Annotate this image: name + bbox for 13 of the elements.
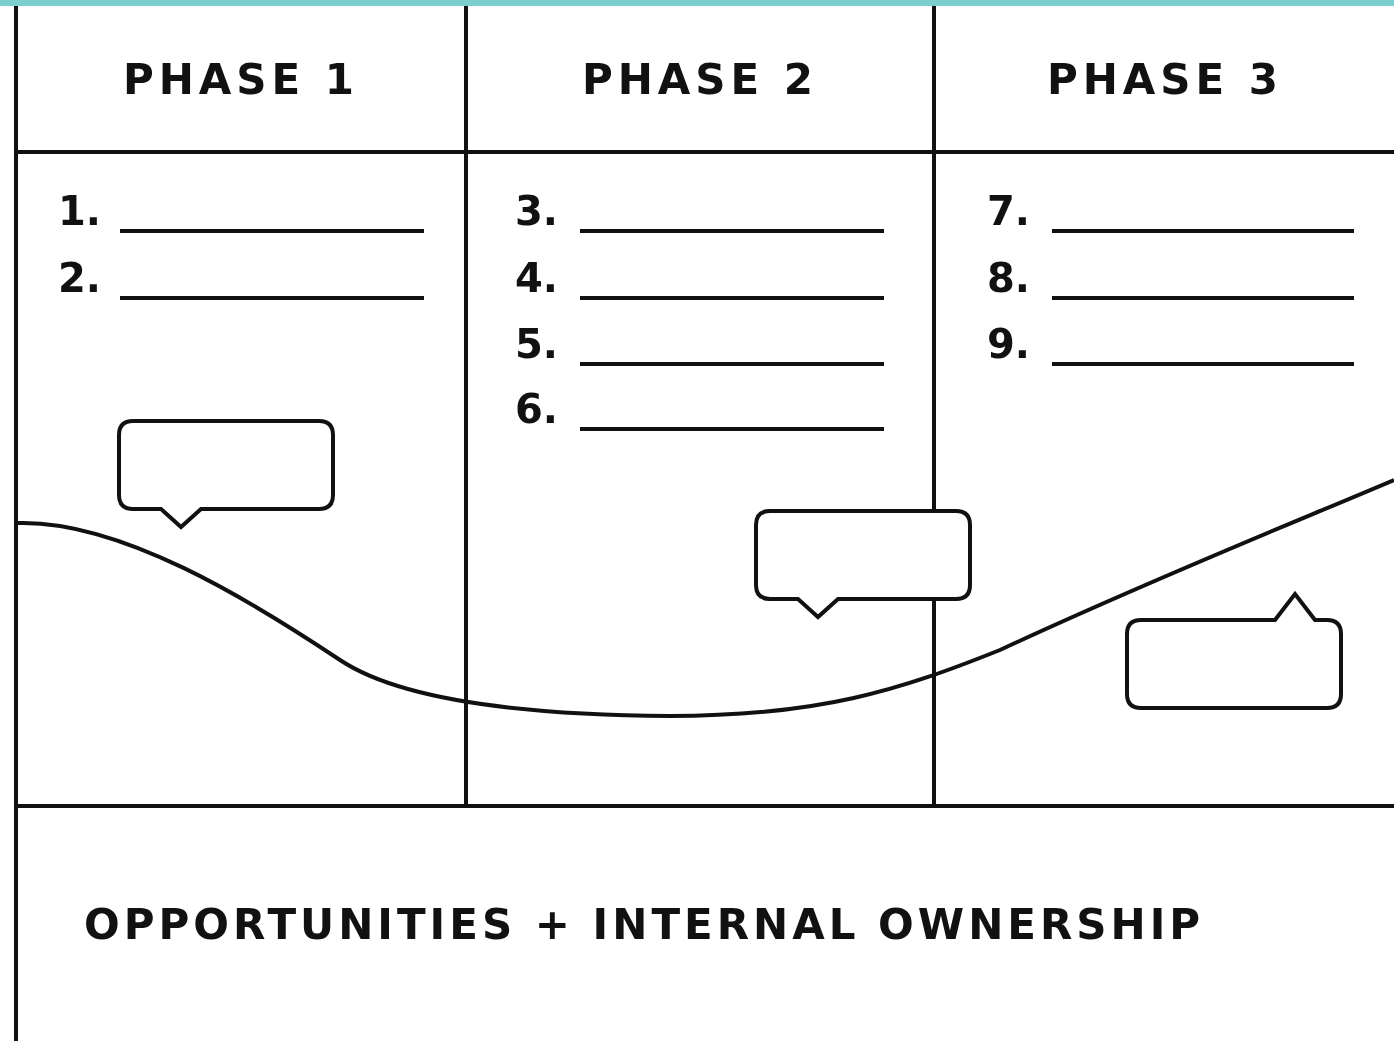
list-number: 8.	[987, 256, 1031, 300]
list-number: 4.	[515, 256, 559, 300]
section-heading: OPPORTUNITIES + INTERNAL OWNERSHIP	[18, 808, 1394, 1041]
list-number: 9.	[987, 322, 1031, 366]
list-number: 6.	[515, 387, 559, 431]
list-number: 7.	[987, 189, 1031, 233]
list-number: 1.	[58, 189, 102, 233]
list-number: 2.	[58, 256, 102, 300]
column-header: PHASE 2	[468, 8, 932, 150]
column-header: PHASE 3	[936, 8, 1394, 150]
list-number: 3.	[515, 189, 559, 233]
column-header: PHASE 1	[18, 8, 464, 150]
list-number: 5.	[515, 322, 559, 366]
